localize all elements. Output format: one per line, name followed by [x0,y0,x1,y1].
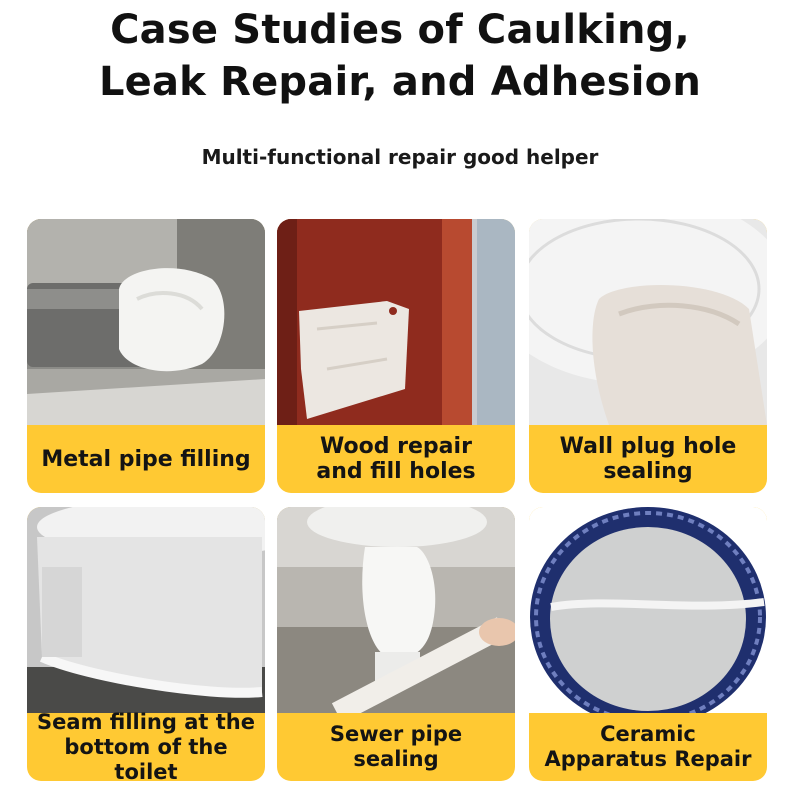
case-card-wood-repair: Wood repair and fill holes [277,219,515,493]
case-caption: Sewer pipe sealing [329,722,463,771]
page-title: Case Studies of Caulking, Leak Repair, a… [0,4,800,108]
wall-plug-photo [529,219,767,425]
case-card-metal-pipe: Metal pipe filling [27,219,265,493]
case-card-ceramic: Ceramic Apparatus Repair [529,507,767,781]
case-card-wall-plug: Wall plug hole sealing [529,219,767,493]
case-caption: Wood repair and fill holes [316,434,476,484]
wood-repair-photo [277,219,515,425]
case-caption: Wall plug hole sealing [559,434,737,484]
case-caption: Ceramic Apparatus Repair [544,722,752,771]
sewer-pipe-photo [277,507,515,713]
case-caption: Seam filling at the bottom of the toilet [37,709,255,782]
case-card-toilet-seam: Seam filling at the bottom of the toilet [27,507,265,781]
toilet-seam-photo [27,507,265,713]
case-caption: Metal pipe filling [41,446,251,472]
page-subtitle: Multi-functional repair good helper [201,145,599,169]
metal-pipe-photo [27,219,265,425]
title-line-2: Leak Repair, and Adhesion [98,59,702,105]
case-card-sewer-pipe: Sewer pipe sealing [277,507,515,781]
ceramic-bowl-photo [529,507,767,713]
title-line-1: Case Studies of Caulking, [110,7,690,53]
